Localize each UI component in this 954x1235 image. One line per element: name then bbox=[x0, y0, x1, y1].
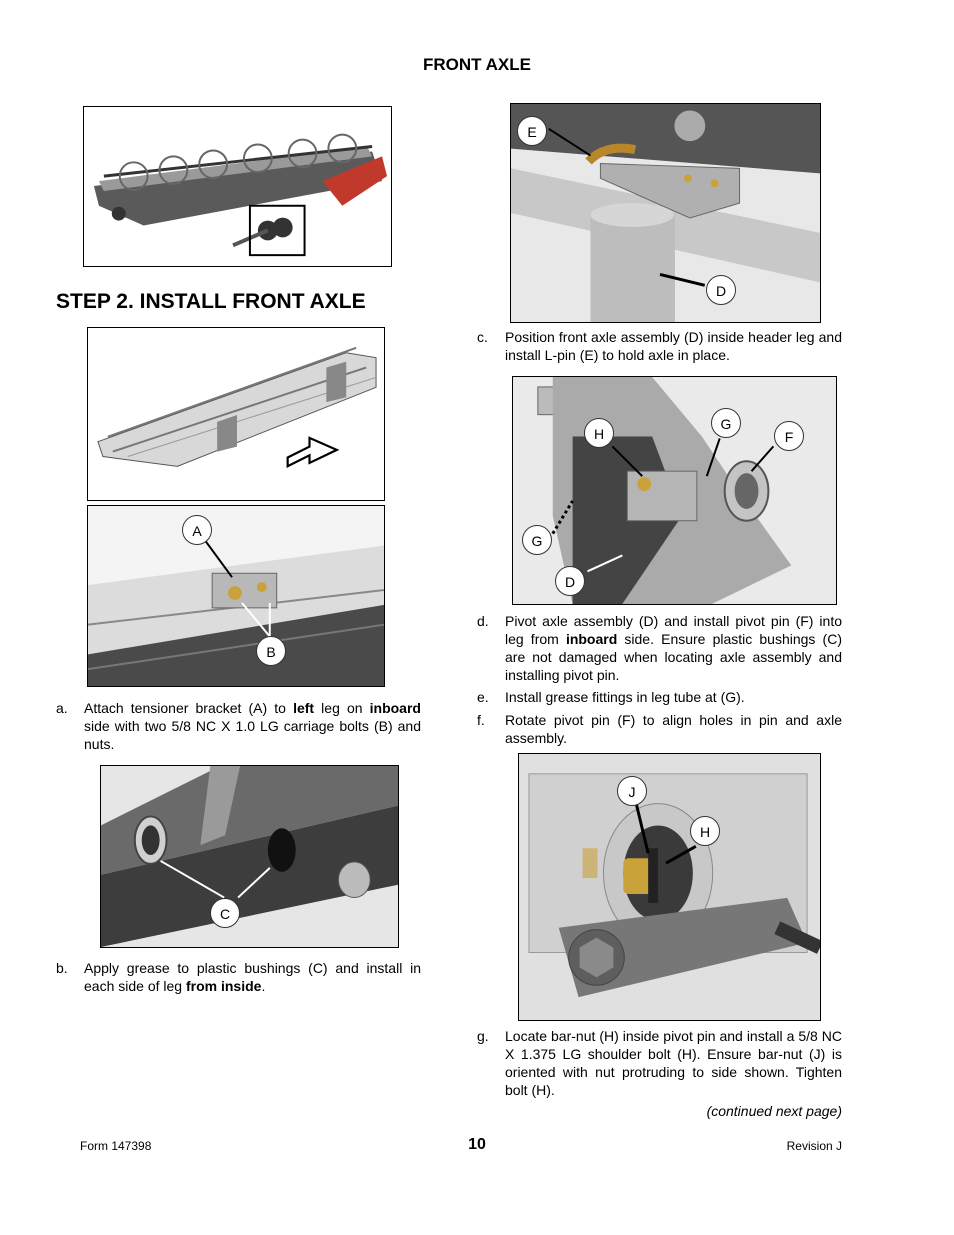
figure-leg-arrow bbox=[87, 327, 385, 501]
continued-note: (continued next page) bbox=[706, 1103, 842, 1119]
step-text-run: inboard bbox=[565, 631, 618, 647]
callout-g2: G bbox=[522, 525, 552, 555]
callout-b: B bbox=[256, 636, 286, 666]
section-title: FRONT AXLE bbox=[423, 55, 531, 74]
step-text-run: Rotate pivot pin (F) to align holes in p… bbox=[505, 712, 842, 746]
figure-header-overview bbox=[83, 106, 392, 267]
step-text-run: side. Ensure plastic bushings (C) are no… bbox=[505, 631, 842, 683]
step-text-run: Attach tensioner bracket (A) to bbox=[84, 700, 294, 716]
step-a-letter: a. bbox=[56, 700, 68, 716]
figure-pivot-pin: G H F G D bbox=[512, 376, 837, 605]
step-b-letter: b. bbox=[56, 960, 68, 976]
page-number: 10 bbox=[468, 1136, 486, 1153]
figure-bushings: C bbox=[100, 765, 399, 948]
step-g-text: Locate bar-nut (H) inside pivot pin and … bbox=[505, 1027, 842, 1099]
callout-c: C bbox=[210, 898, 240, 928]
step-c-text: Position front axle assembly (D) inside … bbox=[505, 328, 842, 364]
step-text-run: Locate bar-nut (H) inside pivot pin and … bbox=[505, 1028, 842, 1098]
step-d-text: Pivot axle assembly (D) and install pivo… bbox=[505, 612, 842, 684]
step-text-run: . bbox=[261, 978, 266, 994]
footer-revision: Revision J bbox=[786, 1139, 842, 1153]
step-text-run: Install grease fittings in leg tube at (… bbox=[505, 689, 745, 705]
step-g-letter: g. bbox=[477, 1028, 489, 1044]
step-e-text: Install grease fittings in leg tube at (… bbox=[505, 688, 842, 706]
figure-bar-nut: J H bbox=[518, 753, 821, 1021]
figure-axle-lpin: E D bbox=[510, 103, 821, 323]
step-title: STEP 2. INSTALL FRONT AXLE bbox=[56, 290, 366, 313]
step-text-run: side with two 5/8 NC X 1.0 LG carriage b… bbox=[84, 718, 421, 752]
step-text-run: Pivot axle assembly (D) and install pivo… bbox=[505, 613, 842, 647]
step-text-run: Position front axle assembly (D) inside … bbox=[505, 329, 842, 363]
callout-a: A bbox=[182, 515, 212, 545]
step-text-run: left bbox=[293, 700, 315, 716]
step-text-run: inboard bbox=[369, 700, 421, 716]
footer-form: Form 147398 bbox=[80, 1139, 152, 1153]
step-text-run: leg on bbox=[314, 700, 370, 716]
callout-h1: H bbox=[584, 418, 614, 448]
step-f-letter: f. bbox=[477, 712, 485, 728]
figure-tensioner-bracket: A B bbox=[87, 505, 385, 687]
callout-e: E bbox=[517, 116, 547, 146]
step-a-text: Attach tensioner bracket (A) to left leg… bbox=[84, 699, 421, 753]
callout-g1: G bbox=[711, 408, 741, 438]
callout-h2: H bbox=[690, 816, 720, 846]
callout-d1: D bbox=[706, 275, 736, 305]
step-b-text: Apply grease to plastic bushings (C) and… bbox=[84, 959, 421, 995]
callout-f: F bbox=[774, 421, 804, 451]
callout-d2: D bbox=[555, 566, 585, 596]
step-text-run: Apply grease to plastic bushings (C) and… bbox=[84, 960, 421, 994]
callout-j: J bbox=[617, 776, 647, 806]
step-text-run: from inside bbox=[185, 978, 262, 994]
step-e-letter: e. bbox=[477, 689, 489, 705]
step-c-letter: c. bbox=[477, 329, 488, 345]
step-d-letter: d. bbox=[477, 613, 489, 629]
step-f-text: Rotate pivot pin (F) to align holes in p… bbox=[505, 711, 842, 747]
